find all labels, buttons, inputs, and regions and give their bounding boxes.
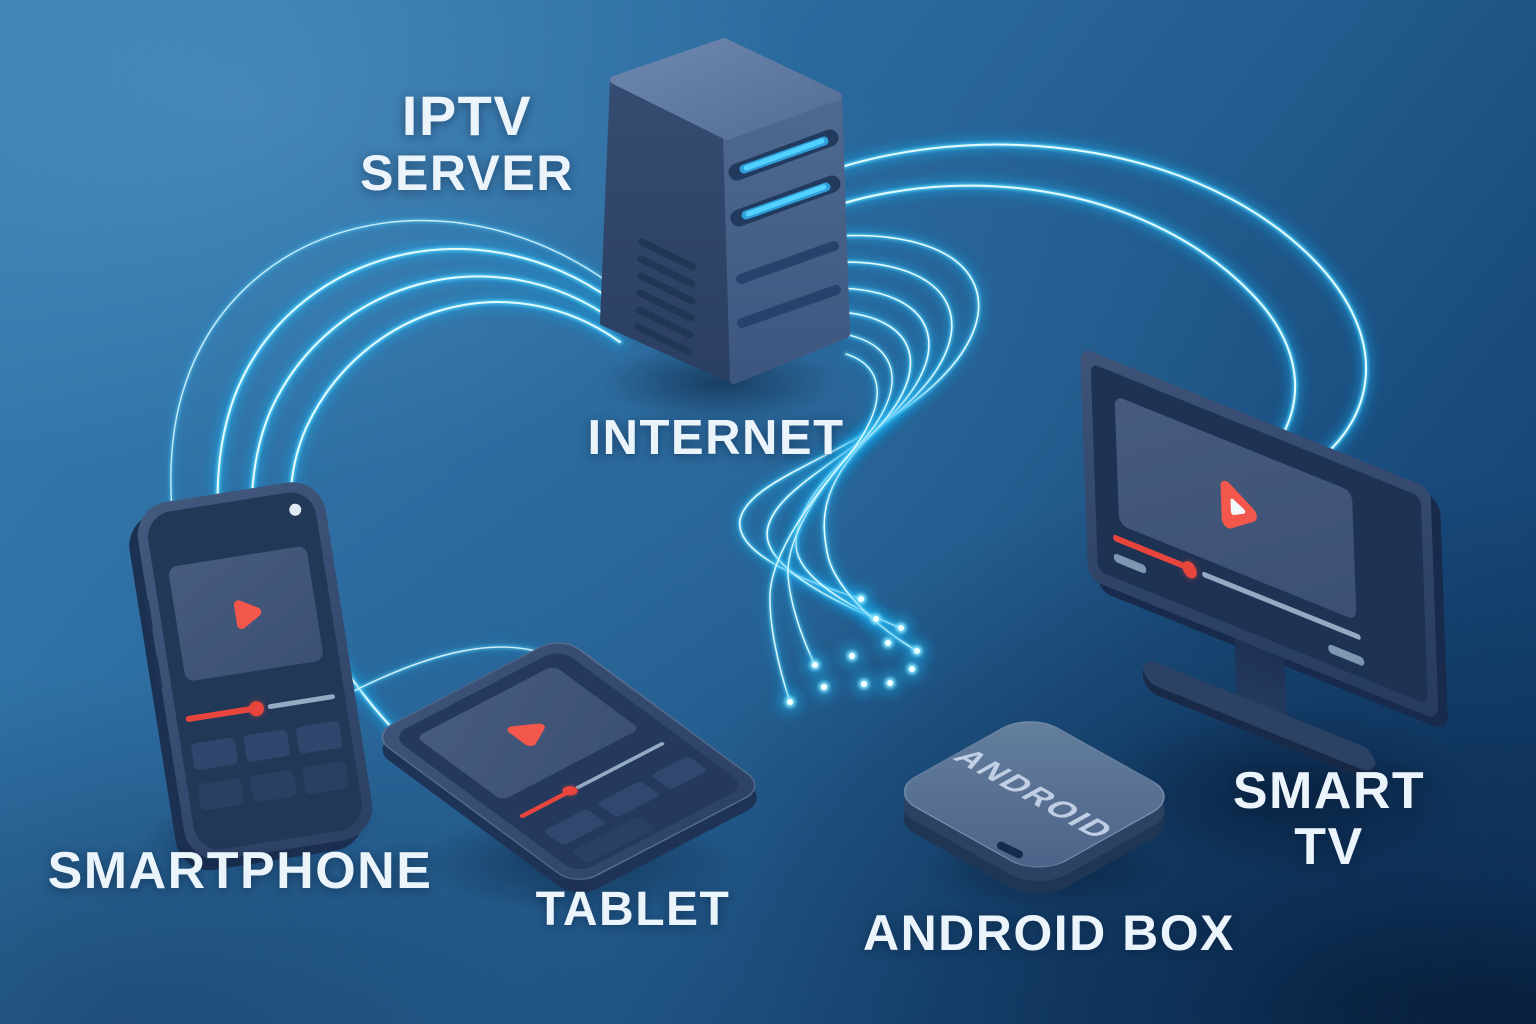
server-label-line1: IPTV — [401, 84, 533, 147]
phone-thumbnail — [242, 728, 291, 763]
phone-camera-dot — [288, 502, 303, 517]
tv-time-pill-right — [1328, 643, 1365, 667]
android-box-label: ANDROID BOX — [862, 905, 1236, 961]
tablet-device — [370, 635, 769, 900]
phone-thumbnail — [249, 768, 298, 803]
smart-tv-device — [1080, 347, 1449, 785]
tablet-video-panel — [415, 665, 640, 801]
phone-thumbnail — [301, 760, 350, 795]
phone-thumbnail — [190, 736, 239, 771]
tablet-screen — [391, 648, 747, 874]
server-drive-slots — [728, 129, 841, 328]
phone-body — [132, 477, 378, 865]
android-box-brand-text: ANDROID — [945, 744, 1124, 844]
server-label-line2: SERVER — [360, 145, 574, 202]
play-icon — [507, 723, 545, 747]
phone-progress-track — [267, 693, 336, 710]
tv-progress-knob — [1182, 558, 1197, 581]
phone-video-panel — [167, 545, 324, 682]
tablet-label: TABLET — [535, 883, 731, 936]
phone-thumbnail — [197, 777, 246, 812]
phone-thumbnail — [294, 720, 343, 755]
phone-progress-knob — [247, 700, 266, 718]
smart-tv-label-line2: TV — [1294, 818, 1364, 877]
play-icon — [233, 600, 262, 629]
smartphone-label: SMARTPHONE — [47, 842, 433, 900]
smart-tv-label-line1: SMART — [1232, 762, 1426, 820]
tablet-thumbnail — [596, 780, 661, 819]
phone-screen — [144, 488, 366, 854]
server-vent-grille — [634, 238, 697, 356]
tv-screen — [1090, 363, 1428, 705]
tablet-progress-played — [518, 790, 570, 819]
server-label: IPTV SERVER — [360, 84, 574, 202]
internet-label: INTERNET — [587, 411, 845, 465]
tablet-body — [370, 635, 768, 887]
server-tower — [600, 38, 850, 384]
smartphone-device — [124, 477, 378, 876]
phone-progress-played — [184, 706, 253, 723]
tv-bezel — [1080, 347, 1439, 721]
tablet-thumbnail — [650, 755, 708, 791]
smart-tv-label: SMART TV — [1233, 763, 1425, 875]
play-icon — [1220, 480, 1257, 529]
tv-time-pill-left — [1113, 552, 1147, 575]
tv-video-panel — [1114, 395, 1357, 621]
